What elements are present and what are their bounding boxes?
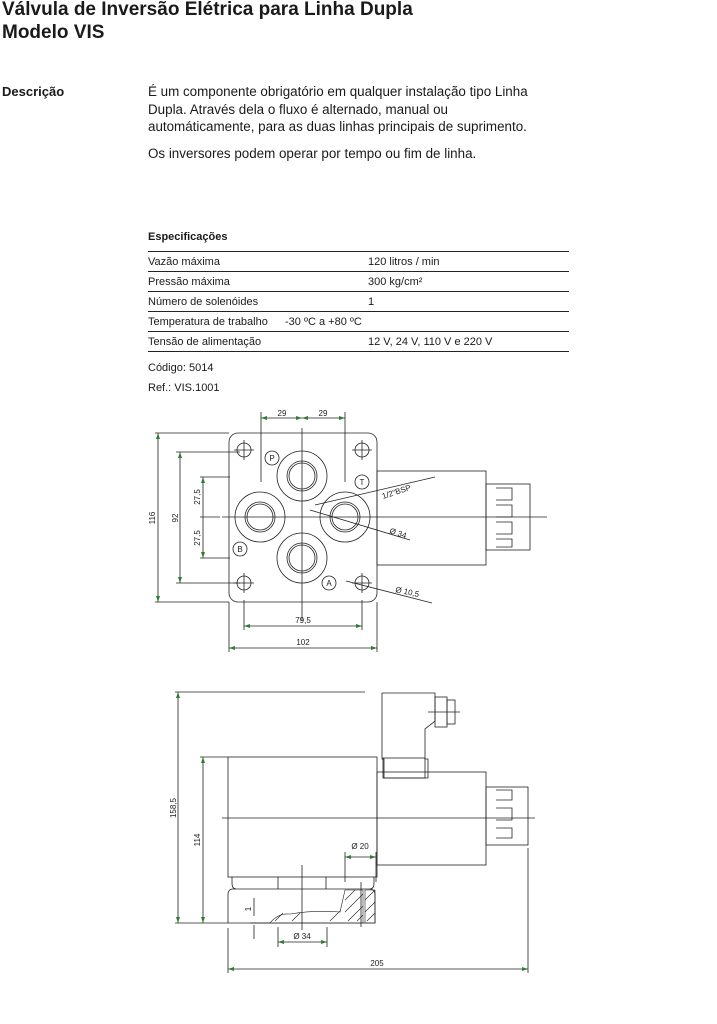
description-paragraph: Os inversores podem operar por tempo ou …: [148, 145, 477, 161]
dimension-lines: [155, 412, 378, 652]
dim-label: 114: [193, 833, 202, 846]
spec-label: Tensão de alimentação: [148, 331, 368, 352]
title-line-2: Modelo VIS: [2, 22, 105, 43]
dim-label: 92: [171, 513, 180, 522]
port-label-b: B: [237, 545, 242, 554]
dim-label: 27,5: [193, 530, 202, 546]
diameter-label: Ø 20: [351, 842, 369, 851]
dim-label: 102: [296, 638, 310, 647]
spec-value: -30 ºC a +80 ºC: [285, 311, 486, 332]
dim-label: 29: [319, 409, 328, 418]
spec-value: 12 V, 24 V, 110 V e 220 V: [368, 331, 569, 352]
solenoid-coil: [376, 470, 487, 566]
section-hatch: [269, 889, 376, 924]
port-label-p: P: [269, 454, 274, 463]
spec-label: Vazão máxima: [148, 251, 368, 272]
dim-label: 27,5: [193, 489, 202, 505]
top-view-drawing: [155, 412, 547, 652]
side-view-drawing: [175, 691, 535, 973]
diameter-label: Ø 34: [388, 526, 408, 540]
dim-label: 1: [244, 906, 253, 911]
dim-label: 205: [370, 959, 384, 968]
coil-body: [227, 756, 378, 878]
diameter-label: Ø 34: [293, 932, 311, 941]
spec-value: 300 kg/cm²: [368, 271, 569, 292]
spec-label: Pressão máxima: [148, 271, 368, 292]
dim-label: 158,5: [169, 797, 178, 818]
base-flange: [227, 888, 376, 924]
dimension-arrows: [156, 416, 377, 650]
dimension-arrows: [176, 692, 528, 971]
plug-box: [381, 692, 436, 779]
specs-title: Especificações: [148, 231, 228, 243]
bolt-holes: [234, 440, 372, 593]
dim-label: 116: [148, 511, 157, 524]
port-label-t: T: [360, 478, 365, 487]
dimension-lines: [175, 691, 529, 973]
dim-label: 79,5: [295, 616, 311, 625]
description-label: Descrição: [2, 84, 65, 99]
connector: [485, 786, 529, 846]
dim-label: 29: [278, 409, 287, 418]
description-paragraph: É um componente obrigatório em qualquer …: [148, 84, 528, 134]
page-title: Válvula de Inversão Elétrica para Linha …: [2, 0, 413, 44]
spec-label: Número de solenóides: [148, 291, 368, 312]
description-text: É um componente obrigatório em qualquer …: [148, 83, 548, 171]
title-line-1: Válvula de Inversão Elétrica para Linha …: [2, 0, 413, 20]
product-code: Código: 5014: [148, 362, 214, 374]
port-labels: [232, 450, 370, 591]
product-ref: Ref.: VIS.1001: [148, 382, 220, 394]
solenoid-body: [376, 771, 487, 866]
spec-value: 1: [368, 291, 569, 312]
spec-value: 120 litros / min: [368, 251, 569, 272]
valve-plate: [228, 432, 378, 603]
table-row: Temperatura de trabalho-30 ºC a +80 ºC: [148, 311, 569, 332]
port-label-a: A: [326, 579, 332, 588]
